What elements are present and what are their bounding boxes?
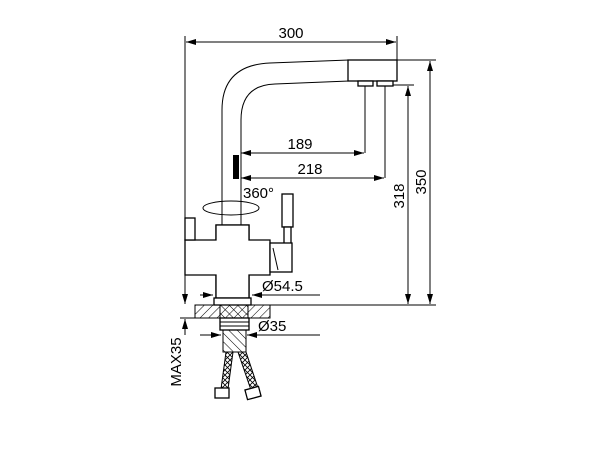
- faucet-body: [184, 193, 294, 306]
- dim-overall-height: 350: [413, 169, 430, 194]
- dim-max-thickness: MAX35: [168, 337, 185, 386]
- spout-marker: [233, 155, 239, 179]
- dim-outlet-reach-2: 218: [297, 161, 322, 178]
- dim-outlet-height: 318: [391, 183, 408, 208]
- supply-hoses: [214, 351, 262, 401]
- countertop-section: [194, 304, 271, 353]
- spout: [221, 59, 398, 240]
- dimension-lines: [180, 39, 433, 338]
- nozzle-1: [357, 80, 374, 87]
- nozzle-2: [376, 80, 394, 87]
- dim-rotation: 360°: [243, 185, 274, 202]
- dim-overall-reach: 300: [278, 25, 303, 42]
- base: [213, 297, 252, 306]
- filter-handle: [281, 193, 294, 228]
- rotation-ellipse: [202, 200, 260, 216]
- filter-valve: [269, 242, 293, 273]
- dim-outlet-reach-1: 189: [287, 136, 312, 153]
- dim-shank-diameter: Ø35: [258, 318, 286, 335]
- hose-nut-2: [244, 385, 262, 401]
- hose-nut-1: [214, 387, 230, 399]
- dim-base-diameter: Ø54.5: [262, 278, 303, 295]
- shank-thread: [219, 317, 250, 331]
- shank: [222, 329, 247, 353]
- left-handle: [184, 217, 196, 241]
